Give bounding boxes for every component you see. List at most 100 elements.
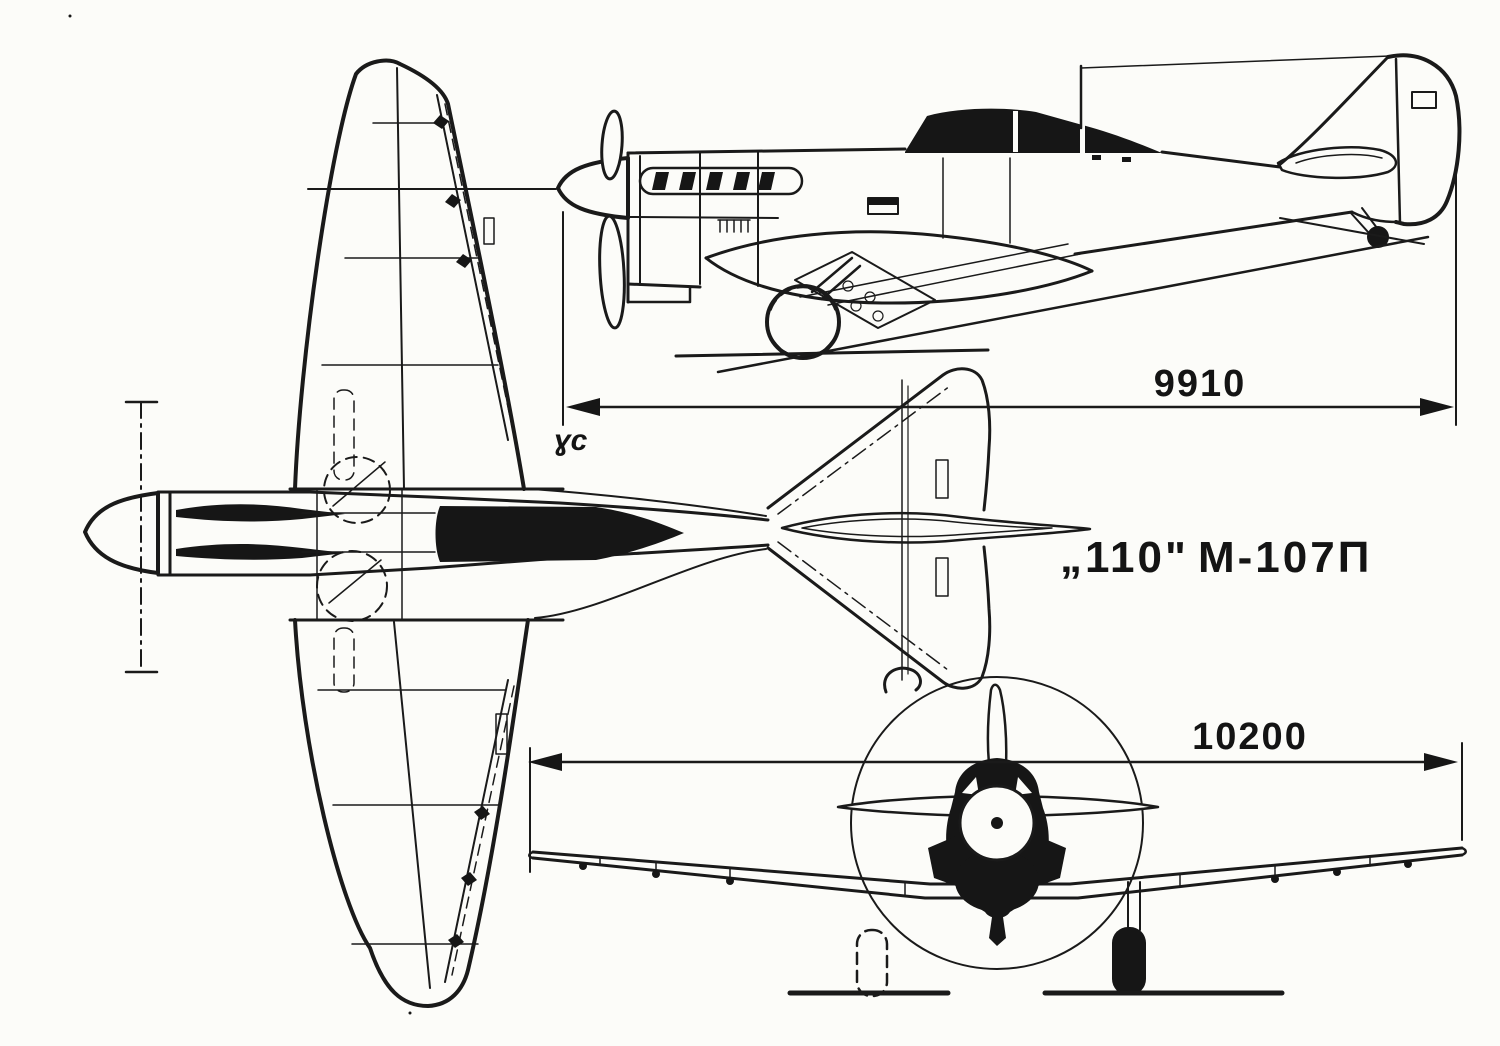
propeller-disc-circle bbox=[850, 676, 1144, 970]
wheel-hub-highlight bbox=[791, 340, 815, 350]
spinner-hub-dot bbox=[991, 817, 1003, 829]
fuselage-bottom-aft bbox=[1073, 210, 1354, 256]
wheel-well-brace bbox=[328, 559, 382, 604]
exhaust-strip bbox=[638, 166, 804, 196]
arrowhead-left bbox=[566, 398, 600, 416]
wing-spar-line bbox=[396, 67, 405, 490]
canopy-plan bbox=[435, 506, 684, 562]
rudder-hinge-line bbox=[1394, 57, 1402, 225]
propeller-blade-upper bbox=[600, 109, 624, 181]
wheel-dashed-arc bbox=[770, 286, 836, 311]
wing-station-ticks bbox=[599, 856, 1371, 897]
wing-root-fairing-right bbox=[1038, 836, 1066, 886]
gun-bay-slot bbox=[333, 389, 355, 481]
exhaust-stubs bbox=[652, 172, 775, 190]
length-dimension-9910: 9910 bbox=[562, 171, 1457, 426]
wheel-well-circle bbox=[323, 456, 391, 524]
rivet-mark bbox=[1092, 155, 1101, 160]
ground-line-inclined bbox=[716, 235, 1430, 374]
radiator-intake bbox=[955, 850, 1039, 912]
arrowhead-right bbox=[1424, 753, 1458, 771]
gear-strut bbox=[820, 264, 862, 301]
wing-fillet bbox=[531, 488, 767, 517]
cowl-top-line bbox=[626, 147, 907, 155]
wing-fillet bbox=[534, 548, 767, 619]
tail-wheel bbox=[1367, 226, 1389, 248]
gear-door-hole bbox=[850, 300, 862, 312]
cowl-louvers bbox=[717, 219, 751, 233]
aileron-hinge-line bbox=[436, 94, 509, 441]
hinge-marker bbox=[456, 254, 472, 268]
ground-line-horizontal bbox=[674, 348, 990, 358]
rudder-tab bbox=[1411, 91, 1437, 109]
rivet-mark bbox=[1122, 157, 1131, 162]
gear-door-hole bbox=[842, 280, 854, 292]
wing-top-outline bbox=[293, 58, 526, 491]
rudder-plan-inner bbox=[801, 518, 1053, 538]
aileron-hinge-dashed bbox=[444, 103, 515, 437]
flap-line bbox=[827, 253, 1081, 306]
aircraft-plan-view bbox=[83, 58, 1092, 1008]
tailplane-side-inner bbox=[1295, 153, 1383, 164]
span-dimension-10200: 10200 bbox=[528, 716, 1463, 873]
wheel-well-circle bbox=[316, 550, 388, 622]
cowl-mid-line bbox=[627, 216, 779, 219]
hinge-marker bbox=[448, 934, 464, 948]
fuselage-top-edge bbox=[156, 490, 770, 522]
aileron-hinge-line bbox=[444, 679, 509, 983]
gun-fairing bbox=[176, 544, 345, 560]
cowl-highlights bbox=[962, 777, 1032, 795]
canopy-side bbox=[905, 108, 1162, 153]
gun-fairing bbox=[176, 504, 345, 522]
aircraft-side-profile-view bbox=[556, 53, 1462, 374]
wing-root-fairing-left bbox=[928, 836, 956, 886]
left-wheel-dashed bbox=[855, 928, 889, 998]
gear-strut bbox=[810, 256, 854, 294]
aircraft-front-view bbox=[528, 666, 1467, 998]
tailwheel-fork bbox=[1349, 211, 1369, 233]
drawing-title: „110" М-107П bbox=[1060, 533, 1372, 582]
tail-spar-dashed bbox=[777, 385, 951, 515]
scan-speck bbox=[68, 14, 72, 18]
propeller-blade-lower bbox=[598, 214, 626, 330]
tail-tangent-line bbox=[1279, 217, 1425, 245]
arrowhead-right bbox=[1420, 398, 1454, 416]
radiator-housing-top bbox=[868, 198, 898, 205]
wing-root-upper bbox=[704, 230, 1094, 273]
hinge-marker bbox=[433, 115, 449, 129]
antenna-wire bbox=[1080, 55, 1391, 69]
ventral-fin-front bbox=[989, 910, 1006, 946]
tailplane-side-lens bbox=[1276, 146, 1398, 180]
hinge-marker bbox=[461, 872, 477, 886]
cowl-bottom-line bbox=[626, 282, 702, 289]
wing-hinge-dots bbox=[579, 860, 1412, 885]
elevator-tab bbox=[935, 459, 949, 499]
hinge-marker bbox=[445, 194, 461, 208]
wing-bottom-outline bbox=[293, 618, 530, 1008]
right-wheel bbox=[1112, 927, 1146, 995]
length-dimension-label: 9910 bbox=[1154, 363, 1247, 405]
engine-designation-label: М-107П bbox=[1198, 533, 1372, 582]
flap-line bbox=[799, 243, 1069, 298]
chin-intake bbox=[626, 282, 692, 304]
aircraft-designation-label: „110" bbox=[1060, 533, 1189, 582]
tailwheel-fork bbox=[1361, 207, 1378, 229]
wing-root-lower bbox=[704, 256, 1094, 305]
rudder-plan-lens bbox=[780, 511, 1092, 544]
scan-speck bbox=[408, 1011, 412, 1015]
span-dimension-label: 10200 bbox=[1192, 716, 1308, 758]
elevator-tab bbox=[935, 557, 949, 597]
axis-annotation-label: ɣc bbox=[554, 424, 588, 457]
trim-tab bbox=[495, 713, 508, 755]
hinge-marker bbox=[474, 806, 490, 820]
gear-door bbox=[794, 251, 936, 329]
rudder-outline bbox=[1386, 53, 1462, 227]
scan-artifact bbox=[883, 666, 922, 694]
wheel-well-brace bbox=[332, 461, 386, 507]
trim-tab bbox=[483, 217, 495, 245]
gear-door-hole bbox=[864, 291, 876, 303]
arrowhead-left bbox=[528, 753, 562, 771]
propeller-blade-front bbox=[986, 683, 1008, 766]
